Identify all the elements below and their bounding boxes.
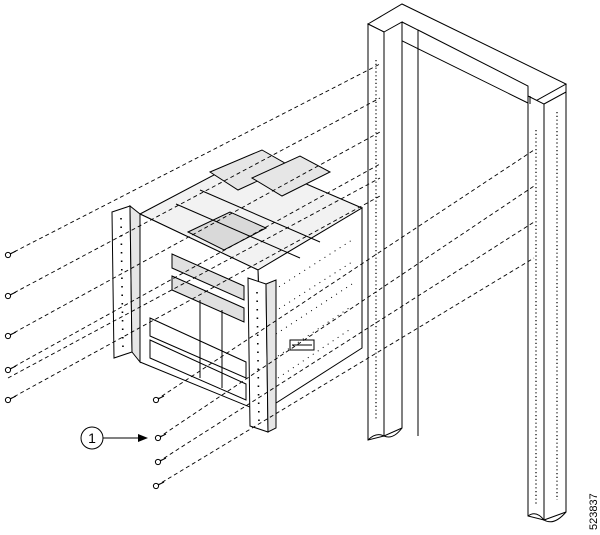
callout-arrow-icon [138, 434, 148, 442]
screw-icon [4, 291, 17, 300]
chassis-top-panel2 [250, 155, 332, 197]
router-chassis [138, 149, 364, 413]
chassis-top-vent [186, 211, 268, 251]
rack-frame-inner-top [417, 29, 529, 96]
equipment-rack [366, 3, 568, 523]
chassis-top-seam [175, 203, 301, 259]
alignment-lines [7, 63, 535, 487]
rack-right-post-side [543, 91, 567, 521]
rack-right-post [527, 95, 545, 521]
left-bracket-edge [129, 204, 141, 364]
screw-icon [4, 365, 17, 374]
screw-icon [4, 395, 17, 404]
screw-icon [154, 457, 167, 466]
right-bracket-edge [265, 279, 277, 433]
figure-number: 523837 [588, 493, 600, 530]
rack-left-post-side [383, 21, 403, 437]
screw-icon [4, 331, 17, 340]
mounting-brackets [111, 204, 277, 433]
mounting-screws [4, 250, 167, 490]
chassis-top-seam2 [199, 189, 321, 243]
rack-frame-inner [401, 21, 419, 436]
screw-icon [4, 250, 17, 259]
rack-right-post-break [527, 511, 567, 523]
front-slot-2 [171, 275, 245, 323]
rack-left-post-break [367, 427, 403, 441]
callout-1: 1 [80, 426, 148, 450]
right-mounting-bracket [247, 277, 269, 433]
callout-label: 1 [88, 430, 96, 446]
front-slot-1 [171, 253, 245, 301]
left-mounting-bracket [111, 205, 133, 359]
screw-icon [154, 433, 167, 442]
rack-mounting-holes [375, 60, 558, 505]
screw-icon [152, 395, 165, 404]
screw-icon [152, 481, 165, 490]
